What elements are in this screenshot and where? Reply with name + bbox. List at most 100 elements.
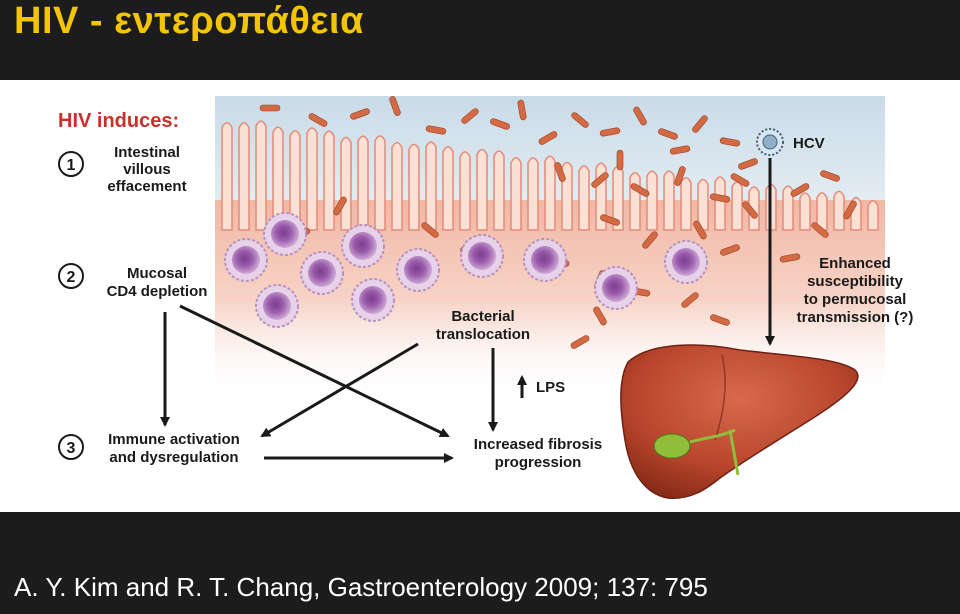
bacterium	[517, 99, 527, 121]
step-3: 3 Immune activation and dysregulation	[58, 431, 240, 466]
villus	[527, 157, 539, 231]
bacterium	[779, 253, 801, 263]
villus	[867, 200, 879, 231]
hiv-enteropathy-diagram: HIV induces: 1 Intestinal villous efface…	[58, 96, 914, 499]
bacterium	[820, 170, 840, 182]
villus	[544, 155, 556, 231]
bacterium	[693, 220, 707, 240]
villi-group	[221, 120, 879, 231]
figure-panel: HIV induces: 1 Intestinal villous efface…	[0, 80, 960, 512]
bacterium	[599, 127, 621, 137]
bacterium	[308, 113, 328, 127]
step-3-line-1: Immune activation	[108, 431, 240, 448]
step-1-number: 1	[67, 157, 76, 174]
slide-title: HIV - εντεροπάθεια	[14, 0, 364, 42]
step-2-line-2: CD4 depletion	[107, 283, 208, 300]
villus	[714, 176, 726, 231]
villus	[663, 170, 675, 231]
villus	[697, 178, 709, 231]
step-1-line-1: Intestinal	[114, 144, 180, 161]
villus	[340, 136, 352, 231]
arrow-cd4-to-fibrosis	[179, 304, 450, 438]
cd4-cell	[224, 238, 268, 282]
bacterium	[719, 137, 741, 147]
villus	[306, 127, 318, 231]
cd4-cell	[460, 234, 504, 278]
villus	[425, 141, 437, 231]
villus	[816, 192, 828, 231]
bacterium	[790, 183, 810, 197]
step-1-line-2: villous	[123, 161, 171, 178]
bacterium	[630, 183, 650, 197]
villus	[833, 190, 845, 231]
bacterium	[600, 214, 620, 226]
villus	[680, 177, 692, 231]
villus	[459, 151, 471, 231]
villus	[323, 130, 335, 231]
cd4-cell	[263, 212, 307, 256]
bacterium	[674, 166, 686, 186]
cd4-cell	[300, 251, 344, 295]
bacterium	[570, 335, 590, 349]
bacterium	[709, 193, 731, 203]
enhanced-line-2: susceptibility	[807, 273, 904, 290]
bacterial-translocation-line-1: Bacterial	[451, 308, 514, 325]
villus	[374, 135, 386, 231]
diagram-heading: HIV induces:	[58, 110, 179, 132]
cd4-cells-group	[224, 212, 708, 328]
bacterium	[642, 231, 658, 249]
villus	[578, 165, 590, 231]
fibrosis-line-1: Increased fibrosis	[474, 436, 602, 453]
cd4-cell	[351, 278, 395, 322]
bacterium	[333, 196, 347, 216]
bacterium	[738, 158, 758, 170]
bacterium	[692, 115, 708, 133]
bacterium	[461, 108, 479, 124]
step-2: 2 Mucosal CD4 depletion	[58, 263, 208, 300]
bacterium	[843, 200, 857, 220]
villus	[748, 186, 760, 231]
villus	[476, 148, 488, 231]
cd4-cell	[664, 240, 708, 284]
cd4-cell	[523, 238, 567, 282]
villus	[289, 130, 301, 231]
villus	[510, 157, 522, 231]
villus	[799, 192, 811, 231]
enhanced-line-1: Enhanced	[819, 255, 891, 272]
bacterium	[490, 118, 510, 130]
villus	[408, 143, 420, 231]
villus	[731, 181, 743, 231]
bacterium	[742, 201, 758, 219]
citation: A. Y. Kim and R. T. Chang, Gastroenterol…	[14, 572, 708, 602]
lps-label: LPS	[536, 379, 565, 396]
villus	[442, 146, 454, 231]
villus	[391, 141, 403, 231]
bacterium	[616, 149, 624, 171]
arrow-bacterial-to-immune	[260, 342, 419, 438]
cd4-cell	[396, 248, 440, 292]
villus	[255, 120, 267, 231]
enhanced-line-3: to permucosal	[804, 291, 907, 308]
bacterium	[658, 128, 678, 140]
bacterium	[710, 314, 730, 326]
cd4-cell	[341, 224, 385, 268]
hcv-label: HCV	[793, 135, 825, 152]
bacterium	[593, 306, 607, 326]
bacterium	[259, 104, 281, 112]
step-1: 1 Intestinal villous effacement	[58, 144, 187, 195]
bacterium	[389, 96, 401, 116]
step-3-line-2: and dysregulation	[109, 449, 238, 466]
step-1-line-3: effacement	[107, 178, 186, 195]
bacteria-group	[259, 96, 857, 349]
villus	[221, 121, 233, 231]
villus	[238, 122, 250, 231]
villus	[357, 135, 369, 231]
bacterium	[730, 173, 750, 187]
enhanced-line-4: transmission (?)	[797, 309, 914, 326]
villus	[629, 171, 641, 231]
bacterium	[681, 292, 699, 308]
bacterium	[669, 145, 691, 155]
villus	[646, 170, 658, 231]
cd4-cell	[594, 266, 638, 310]
bacterium	[554, 162, 566, 182]
